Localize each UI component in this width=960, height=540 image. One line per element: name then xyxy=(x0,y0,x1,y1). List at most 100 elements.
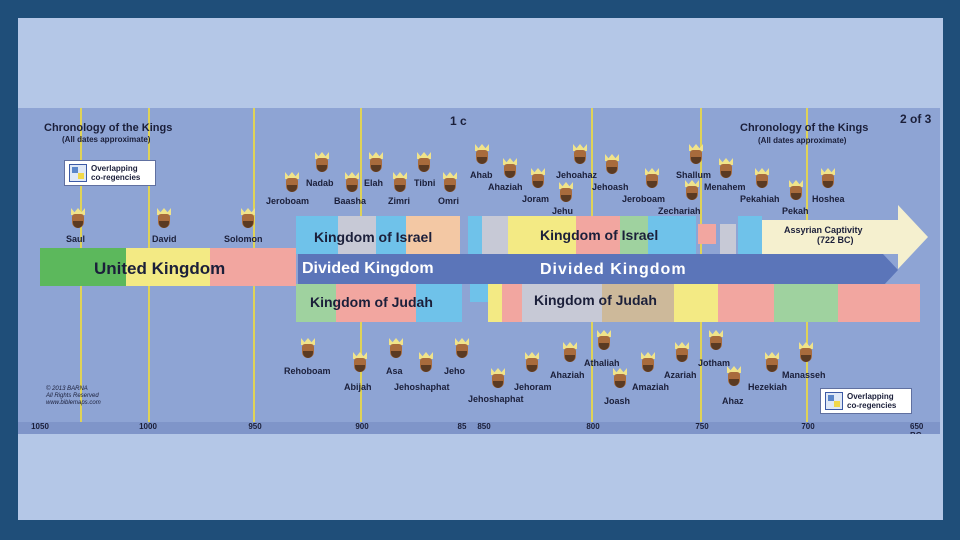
divided-kingdom-label: Divided Kingdom xyxy=(540,261,687,278)
king-name-pekah: Pekah xyxy=(782,206,809,216)
jehoahaz-icon xyxy=(572,144,588,164)
kingdom-of-judah-label: Kingdom of Judah xyxy=(534,292,657,308)
king-name-abijah: Abijah xyxy=(344,382,372,392)
axis-tick: 700 xyxy=(801,422,815,431)
david-icon xyxy=(156,208,172,228)
left-title: Chronology of the Kings xyxy=(44,122,173,134)
kingdom-of-israel-label: Kingdom of Israel xyxy=(540,227,659,243)
ahab-icon xyxy=(474,144,490,164)
ahaz-icon xyxy=(726,366,742,386)
shallum-icon xyxy=(688,144,704,164)
pekahiah-icon xyxy=(754,168,770,188)
israel-segment xyxy=(338,216,376,254)
assyrian-captivity-label: Assyrian Captivity(722 BC) xyxy=(784,225,863,245)
captivity-date: (722 BC) xyxy=(817,235,854,245)
captivity-line: Assyrian Captivity xyxy=(784,225,863,235)
king-name-ahaziah: Ahaziah xyxy=(488,182,523,192)
azariah-icon xyxy=(674,342,690,362)
abijah-icon xyxy=(352,352,368,372)
left-subtitle: (All dates approximate) xyxy=(62,135,151,144)
solomon-reign-segment xyxy=(210,248,296,286)
jotham-icon xyxy=(708,330,724,350)
king-name-ahaziah-judah: Ahaziah xyxy=(550,370,585,380)
divided-kingdom-label: Divided Kingdom xyxy=(302,260,434,277)
king-name-azariah: Azariah xyxy=(664,370,697,380)
copyright-notice: © 2013 BARNA All Rights Reserved www.bib… xyxy=(46,386,101,407)
page-marker-left: 1 c xyxy=(450,114,467,128)
judah-segment xyxy=(674,284,718,322)
judah-segment xyxy=(602,284,674,322)
jehoram-icon xyxy=(524,352,540,372)
axis-tick: 1000 xyxy=(139,422,157,431)
zechariah-icon xyxy=(684,180,700,200)
king-name-menahem: Menahem xyxy=(704,182,746,192)
king-name-hoshea: Hoshea xyxy=(812,194,845,204)
king-name-jehoshaphat-2: Jehoshaphat xyxy=(468,394,524,404)
israel-segment xyxy=(698,224,716,244)
assyrian-captivity-arrowhead xyxy=(898,205,928,269)
king-name-jotham: Jotham xyxy=(698,358,731,368)
jehoshaphat-icon xyxy=(418,352,434,372)
king-name-jeho: Jeho xyxy=(444,366,466,376)
israel-segment xyxy=(620,216,648,254)
king-name-nadab: Nadab xyxy=(306,178,334,188)
axis-tick: 1050 xyxy=(31,422,49,431)
king-name-amaziah: Amaziah xyxy=(632,382,670,392)
king-name-ahab: Ahab xyxy=(470,170,493,180)
tibni-icon xyxy=(416,152,432,172)
king-name-shallum: Shallum xyxy=(676,170,712,180)
zimri-icon xyxy=(392,172,408,192)
athaliah-icon xyxy=(596,330,612,350)
joram-icon xyxy=(530,168,546,188)
king-name-tibni: Tibni xyxy=(414,178,436,188)
king-name-joram: Joram xyxy=(522,194,550,204)
israel-segment xyxy=(468,216,482,254)
king-name-zimri: Zimri xyxy=(388,196,411,206)
page-marker-right: 2 of 3 xyxy=(900,112,932,126)
king-name-baasha: Baasha xyxy=(334,196,367,206)
jeho-icon xyxy=(454,338,470,358)
united-kingdom-label: United Kingdom xyxy=(94,259,226,278)
kingdom-of-israel-label: Kingdom of Israel xyxy=(314,229,433,245)
nadab-icon xyxy=(314,152,330,172)
king-name-jehu: Jehu xyxy=(552,206,574,216)
king-name-ahaz: Ahaz xyxy=(722,396,744,406)
rehoboam-icon xyxy=(300,338,316,358)
king-name-athaliah: Athaliah xyxy=(584,358,620,368)
ahaziah-judah-icon xyxy=(562,342,578,362)
judah-segment xyxy=(296,284,336,322)
israel-segment xyxy=(296,216,338,254)
king-name-jeroboam-ii: Jeroboam xyxy=(622,194,666,204)
king-name-manasseh: Manasseh xyxy=(782,370,826,380)
judah-segment xyxy=(774,284,838,322)
king-name-zechariah: Zechariah xyxy=(658,206,701,216)
judah-segment xyxy=(470,284,488,302)
axis-tick: 85 xyxy=(457,422,467,431)
king-name-saul: Saul xyxy=(66,234,86,244)
david-reign-segment xyxy=(126,248,210,286)
judah-segment xyxy=(502,284,522,322)
judah-segment xyxy=(416,284,462,322)
king-name-david: David xyxy=(152,234,177,244)
judah-segment xyxy=(522,284,602,322)
jeroboam-ii-icon xyxy=(644,168,660,188)
copyright-line: www.biblemaps.com xyxy=(46,400,101,406)
judah-segment xyxy=(488,284,502,322)
king-name-pekahiah: Pekahiah xyxy=(740,194,780,204)
legend-label: Overlapping xyxy=(91,164,138,173)
kings-chronology-chart: Chronology of the Kings (All dates appro… xyxy=(18,108,940,434)
israel-segment xyxy=(508,216,576,254)
saul-icon xyxy=(70,208,86,228)
saul-reign-segment xyxy=(40,248,126,286)
israel-segment xyxy=(406,216,460,254)
jeroboam-icon xyxy=(284,172,300,192)
king-name-rehoboam: Rehoboam xyxy=(284,366,331,376)
kingdom-of-judah-label: Kingdom of Judah xyxy=(310,294,433,310)
king-name-elah: Elah xyxy=(364,178,384,188)
hoshea-icon xyxy=(820,168,836,188)
israel-segment xyxy=(482,216,508,254)
king-name-hezekiah: Hezekiah xyxy=(748,382,788,392)
pekah-icon xyxy=(788,180,804,200)
